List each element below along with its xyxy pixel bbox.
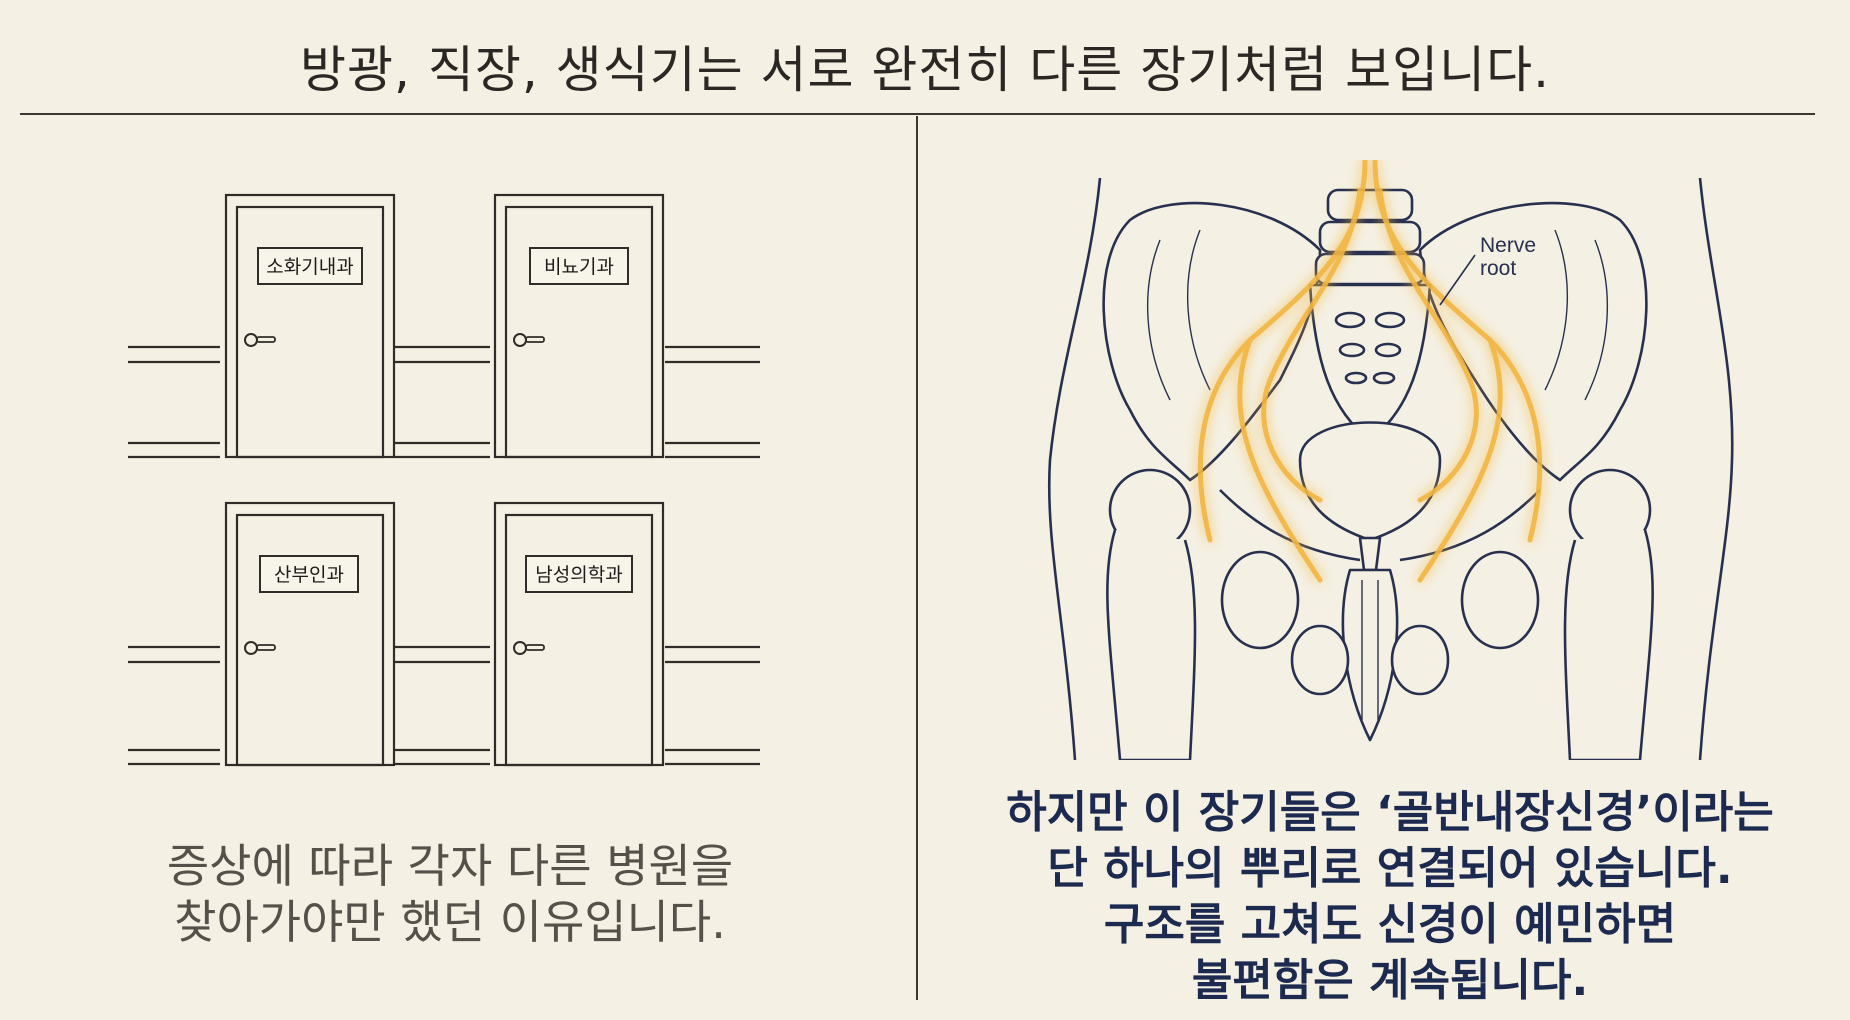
pelvis-anatomy-illustration: Nerve root (1047, 160, 1734, 760)
doors-illustration: 소화기내과 비뇨기과 산부인과 남성의학과 (128, 193, 760, 767)
door-gynecology[interactable]: 산부인과 (224, 501, 396, 767)
right-caption-line: 구조를 고쳐도 신경이 예민하면 (1103, 899, 1677, 950)
nerve-root-glow (1197, 160, 1543, 583)
door-handle-icon (513, 641, 527, 655)
door-sign-label: 산부인과 (274, 564, 344, 586)
nerve-root-label: Nerve (1480, 234, 1536, 257)
nerve-root-label: root (1480, 257, 1516, 280)
door-sign-label: 비뇨기과 (544, 256, 614, 278)
door-sign-label: 남성의학과 (535, 564, 622, 586)
right-caption-line: 단 하나의 뿌리로 연결되어 있습니다. (1047, 843, 1733, 894)
door-gastro[interactable]: 소화기내과 (224, 193, 396, 459)
page-title: 방광, 직장, 생식기는 서로 완전히 다른 장기처럼 보입니다. (300, 41, 1550, 99)
door-handle-icon (244, 333, 258, 347)
panel-divider (916, 116, 918, 1000)
left-caption-line: 증상에 따라 각자 다른 병원을 (166, 839, 734, 893)
left-caption-line: 찾아가야만 했던 이유입니다. (174, 895, 726, 949)
door-urology[interactable]: 비뇨기과 (493, 193, 665, 459)
right-caption-line: 불편함은 계속됩니다. (1191, 955, 1589, 1006)
door-sign-label: 소화기내과 (266, 256, 353, 278)
right-caption: 하지만 이 장기들은 ‘골반내장신경’이라는 단 하나의 뿌리로 연결되어 있습… (960, 785, 1820, 1009)
door-handle-icon (244, 641, 258, 655)
door-handle-icon (513, 333, 527, 347)
title-divider (20, 113, 1815, 115)
door-mens-health[interactable]: 남성의학과 (493, 501, 665, 767)
left-caption: 증상에 따라 각자 다른 병원을 찾아가야만 했던 이유입니다. (100, 838, 800, 950)
right-caption-line: 하지만 이 장기들은 ‘골반내장신경’이라는 (1006, 787, 1774, 838)
